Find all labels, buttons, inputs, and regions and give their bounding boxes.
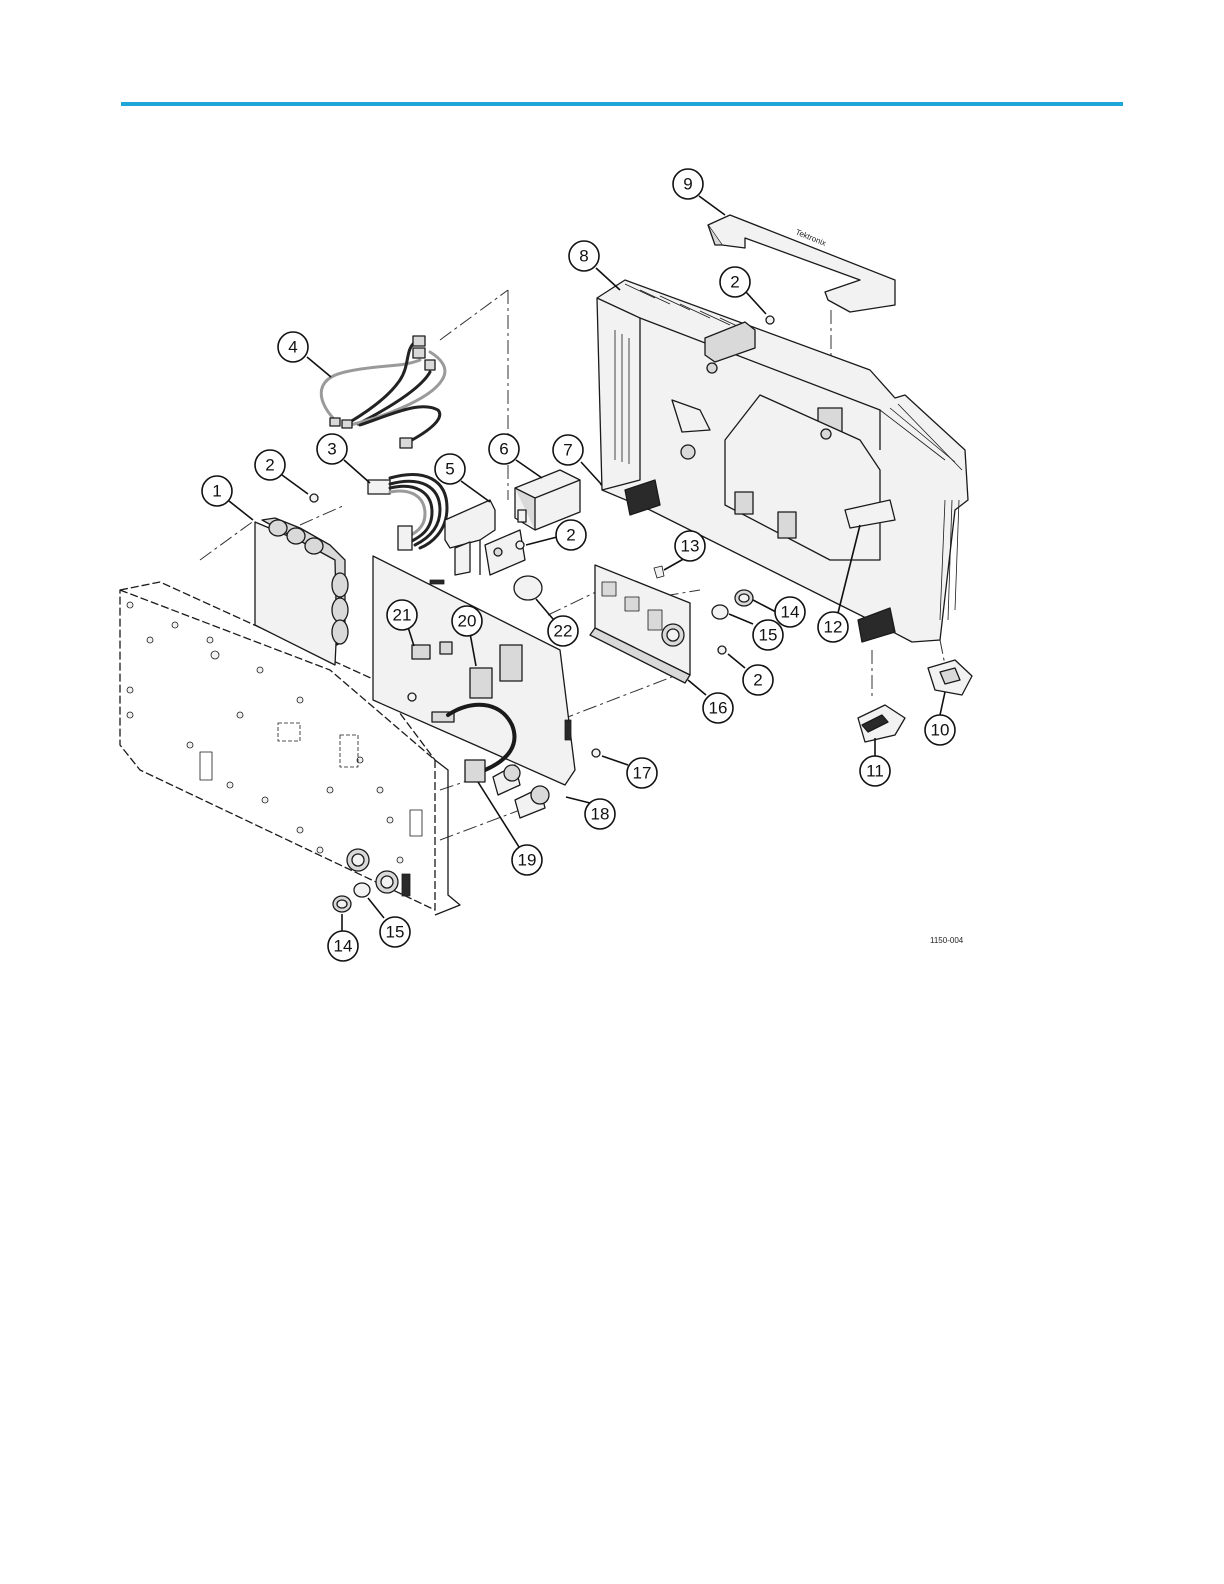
svg-text:10: 10 [931,721,950,740]
rear-panel-plate [590,565,690,683]
svg-text:1: 1 [212,482,221,501]
callout-2: 2 [556,520,586,550]
svg-text:2: 2 [265,456,274,475]
svg-text:18: 18 [591,805,610,824]
svg-text:15: 15 [759,626,778,645]
callout-15: 15 [380,917,410,947]
svg-text:22: 22 [554,622,573,641]
callout-16: 16 [703,693,733,723]
svg-text:3: 3 [327,440,336,459]
callout-17: 17 [627,758,657,788]
svg-text:6: 6 [499,440,508,459]
svg-text:17: 17 [633,764,652,783]
svg-text:14: 14 [334,937,353,956]
callout-7: 7 [553,435,583,465]
callout-12: 12 [818,612,848,642]
callout-8: 8 [569,241,599,271]
callout-11: 11 [860,756,890,786]
callout-20: 20 [452,606,482,636]
svg-text:4: 4 [288,338,297,357]
callout-10: 10 [925,715,955,745]
svg-text:2: 2 [566,526,575,545]
svg-text:21: 21 [393,606,412,625]
callout-15: 15 [753,620,783,650]
svg-text:19: 19 [518,851,537,870]
callout-6: 6 [489,434,519,464]
callout-19: 19 [512,845,542,875]
callout-4: 4 [278,332,308,362]
battery [514,576,542,600]
figure-id-label: 1150-004 [930,936,964,945]
callout-13: 13 [675,531,705,561]
foot-11 [858,705,905,742]
svg-text:2: 2 [730,273,739,292]
callout-2: 2 [743,665,773,695]
power-supply-board [255,518,348,665]
svg-text:11: 11 [866,762,884,781]
callout-1: 1 [202,476,232,506]
power-cable [368,475,447,550]
callout-22: 22 [548,616,578,646]
cable-harness [321,336,445,448]
svg-text:13: 13 [681,537,700,556]
callout-14: 14 [328,931,358,961]
svg-text:16: 16 [709,699,728,718]
svg-text:2: 2 [753,671,762,690]
svg-text:7: 7 [563,441,572,460]
svg-text:15: 15 [386,923,405,942]
svg-text:8: 8 [579,247,588,266]
svg-text:20: 20 [458,612,477,631]
callout-2: 2 [255,450,285,480]
callout-9: 9 [673,169,703,199]
callout-2: 2 [720,267,750,297]
callout-3: 3 [317,434,347,464]
svg-text:12: 12 [824,618,843,637]
foot-10 [928,660,972,695]
main-circuit-board [373,556,575,818]
callout-14: 14 [775,597,805,627]
svg-text:5: 5 [445,460,454,479]
svg-text:9: 9 [683,175,692,194]
svg-text:14: 14 [781,603,800,622]
callout-5: 5 [435,454,465,484]
callout-18: 18 [585,799,615,829]
callout-21: 21 [387,600,417,630]
